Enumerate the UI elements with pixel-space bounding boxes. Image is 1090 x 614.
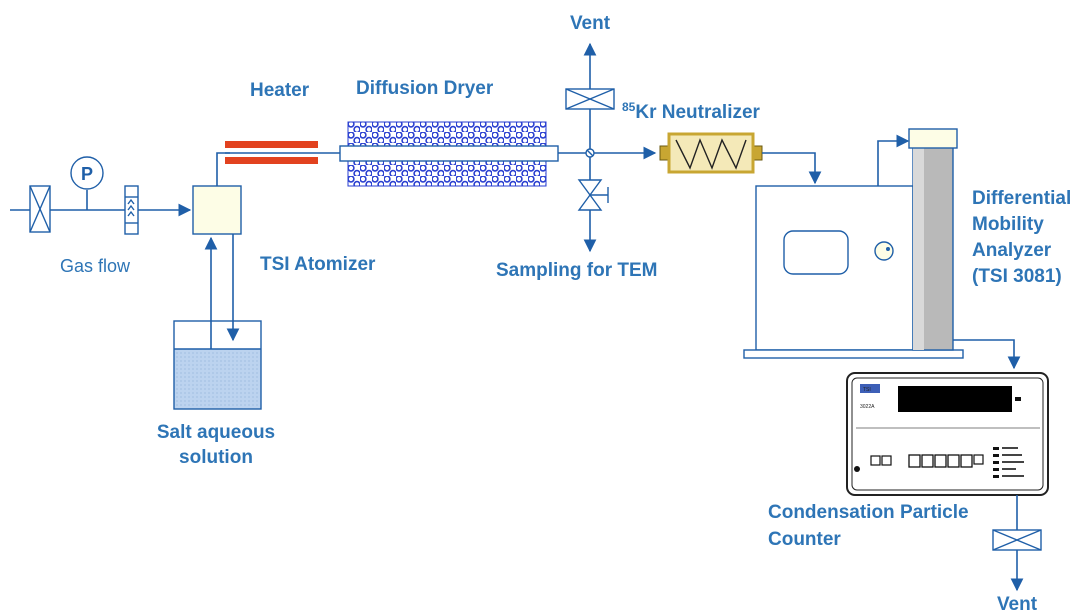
cpc-logo (860, 384, 880, 393)
gas-flow-label: Gas flow (60, 256, 131, 276)
dma-label-2: Mobility (972, 214, 1044, 235)
dma-cabinet (743, 185, 964, 359)
sampling-tem-label: Sampling for TEM (496, 260, 658, 281)
dma-column (908, 128, 958, 351)
salt-solution-label-1: Salt aqueous (157, 422, 275, 443)
heater (225, 141, 318, 164)
cpc-brand: TSI (863, 387, 871, 393)
salt-solution-label-2: solution (179, 447, 253, 468)
dma-to-cpc-line (953, 339, 1021, 370)
dma-label-4: (TSI 3081) (972, 266, 1062, 287)
tsi-atomizer-label: TSI Atomizer (260, 254, 376, 275)
salt-solution-beaker (173, 320, 262, 410)
diffusion-dryer-label: Diffusion Dryer (356, 78, 494, 99)
neutralizer-isotope-superscript: 85 (622, 100, 636, 114)
flow-meter (124, 185, 139, 235)
kr85-neutralizer (659, 132, 763, 174)
inlet-valve (29, 185, 51, 233)
vent-bottom-label: Vent (997, 594, 1038, 614)
vent-valve-top (565, 88, 615, 110)
tsi-atomizer (192, 185, 242, 235)
cpc-label-1: Condensation Particle (768, 502, 969, 523)
cpc-model: 3022A (860, 404, 875, 410)
three-way-junction (585, 148, 595, 158)
pressure-gauge-label: P (81, 164, 93, 184)
sampling-valve (577, 179, 609, 211)
cpc-label-2: Counter (768, 529, 841, 550)
pressure-gauge: P (70, 156, 104, 210)
dma-label-1: Differential (972, 188, 1071, 209)
diffusion-dryer (339, 121, 559, 187)
neutralizer-label: 85Kr Neutralizer (622, 100, 761, 123)
cpc-display (898, 386, 1012, 412)
dma-label-3: Analyzer (972, 240, 1052, 261)
vent-top-label: Vent (570, 13, 611, 34)
condensation-particle-counter: TSI 3022A (846, 372, 1049, 496)
neutralizer-name: Kr Neutralizer (635, 102, 760, 123)
vent-valve-bottom (992, 529, 1042, 551)
dma-sheath-line (877, 134, 910, 186)
heater-label: Heater (250, 80, 310, 101)
neutralizer-to-dma-line (762, 152, 822, 185)
